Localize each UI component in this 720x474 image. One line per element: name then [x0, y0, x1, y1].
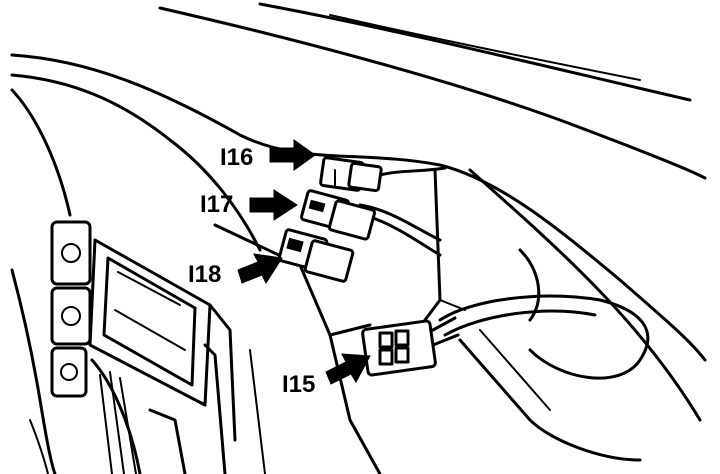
switch-column — [50, 220, 92, 398]
dashboard-top-lines — [10, 2, 707, 422]
connector-i16 — [319, 156, 383, 193]
callout-arrow-i17 — [249, 189, 298, 221]
connector-i18 — [277, 228, 355, 283]
callout-label-i17: I17 — [200, 191, 233, 218]
callout-arrow-i18 — [237, 253, 283, 285]
dashboard-left-panel — [10, 88, 72, 474]
callout-arrow-i15 — [325, 353, 371, 385]
callout-label-i15: I15 — [282, 371, 315, 398]
callout-label-i16: I16 — [220, 144, 253, 171]
connector-i17 — [300, 189, 377, 241]
callout-arrow-i16 — [269, 139, 316, 171]
connector-i15 — [361, 316, 460, 377]
lower-vent-louvers — [90, 343, 266, 474]
center-vent-panel — [88, 238, 237, 442]
mounting-bracket — [213, 168, 541, 474]
wiring-harness — [358, 166, 650, 462]
callout-label-i18: I18 — [188, 261, 221, 288]
